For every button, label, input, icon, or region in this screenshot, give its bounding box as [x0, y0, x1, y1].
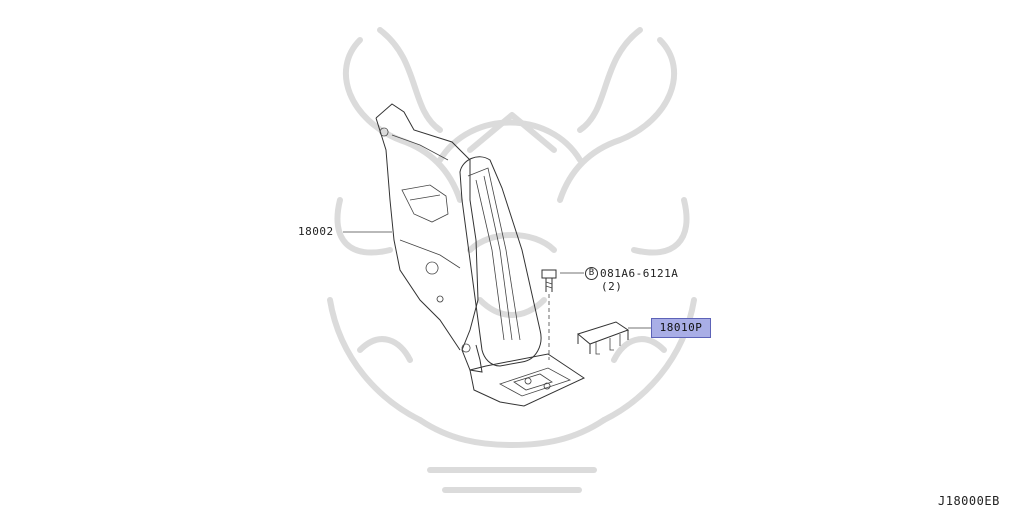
- pedal-pad: [459, 156, 542, 367]
- cover-part: [576, 321, 630, 355]
- pedal-bracket: [375, 103, 483, 373]
- callout-18002: 18002: [298, 225, 334, 238]
- pedal-base: [469, 353, 586, 407]
- watermark-emblem: [327, 27, 697, 493]
- callout-bolt-part: 081A6-6121A: [600, 267, 679, 280]
- bolt-symbol-icon: B: [585, 267, 598, 280]
- callout-18010p-highlighted[interactable]: 18010P: [651, 318, 711, 338]
- bolt: [541, 269, 557, 360]
- diagram-code: J18000EB: [938, 494, 1000, 508]
- callout-bolt-qty: (2): [601, 280, 623, 293]
